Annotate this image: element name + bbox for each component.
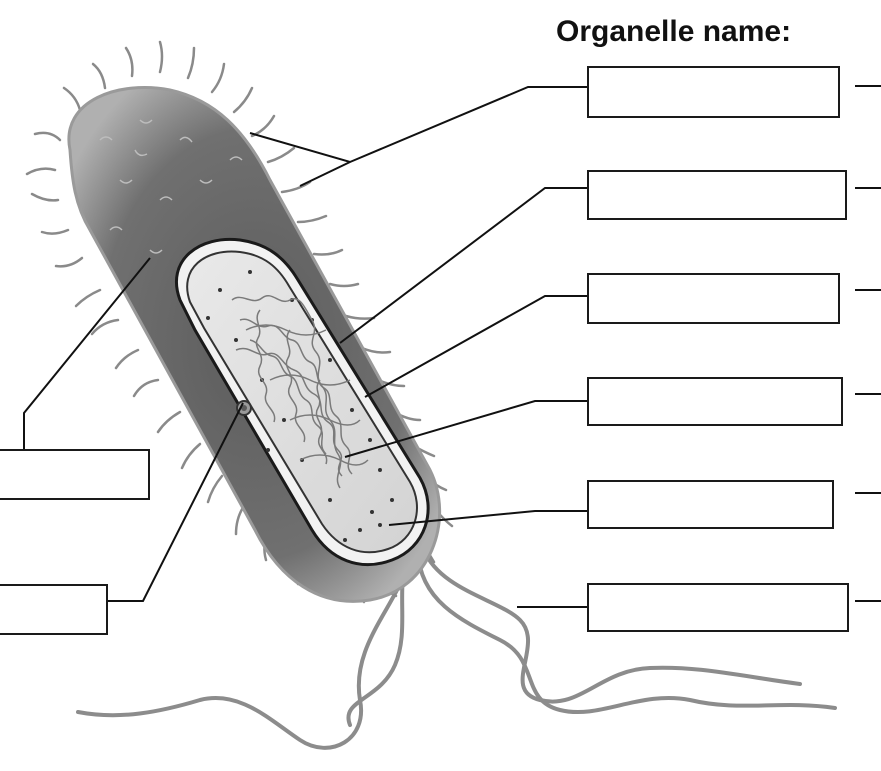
- leader-line-cell-wall: [340, 188, 587, 343]
- organelle-name-heading: Organelle name:: [556, 14, 791, 50]
- flagella: [78, 548, 835, 748]
- answer-box-4[interactable]: [587, 377, 843, 426]
- leader-line-fimbriae: [250, 87, 587, 162]
- answer-box-8[interactable]: [0, 584, 108, 635]
- right-margin-marks: [855, 86, 881, 601]
- answer-box-1[interactable]: [587, 66, 840, 118]
- answer-box-6[interactable]: [587, 583, 849, 632]
- answer-box-7[interactable]: [0, 449, 150, 500]
- leader-line-fimbriae-2: [300, 162, 350, 186]
- answer-box-3[interactable]: [587, 273, 840, 324]
- leader-line-membrane: [365, 296, 587, 397]
- answer-box-2[interactable]: [587, 170, 847, 220]
- answer-box-5[interactable]: [587, 480, 834, 529]
